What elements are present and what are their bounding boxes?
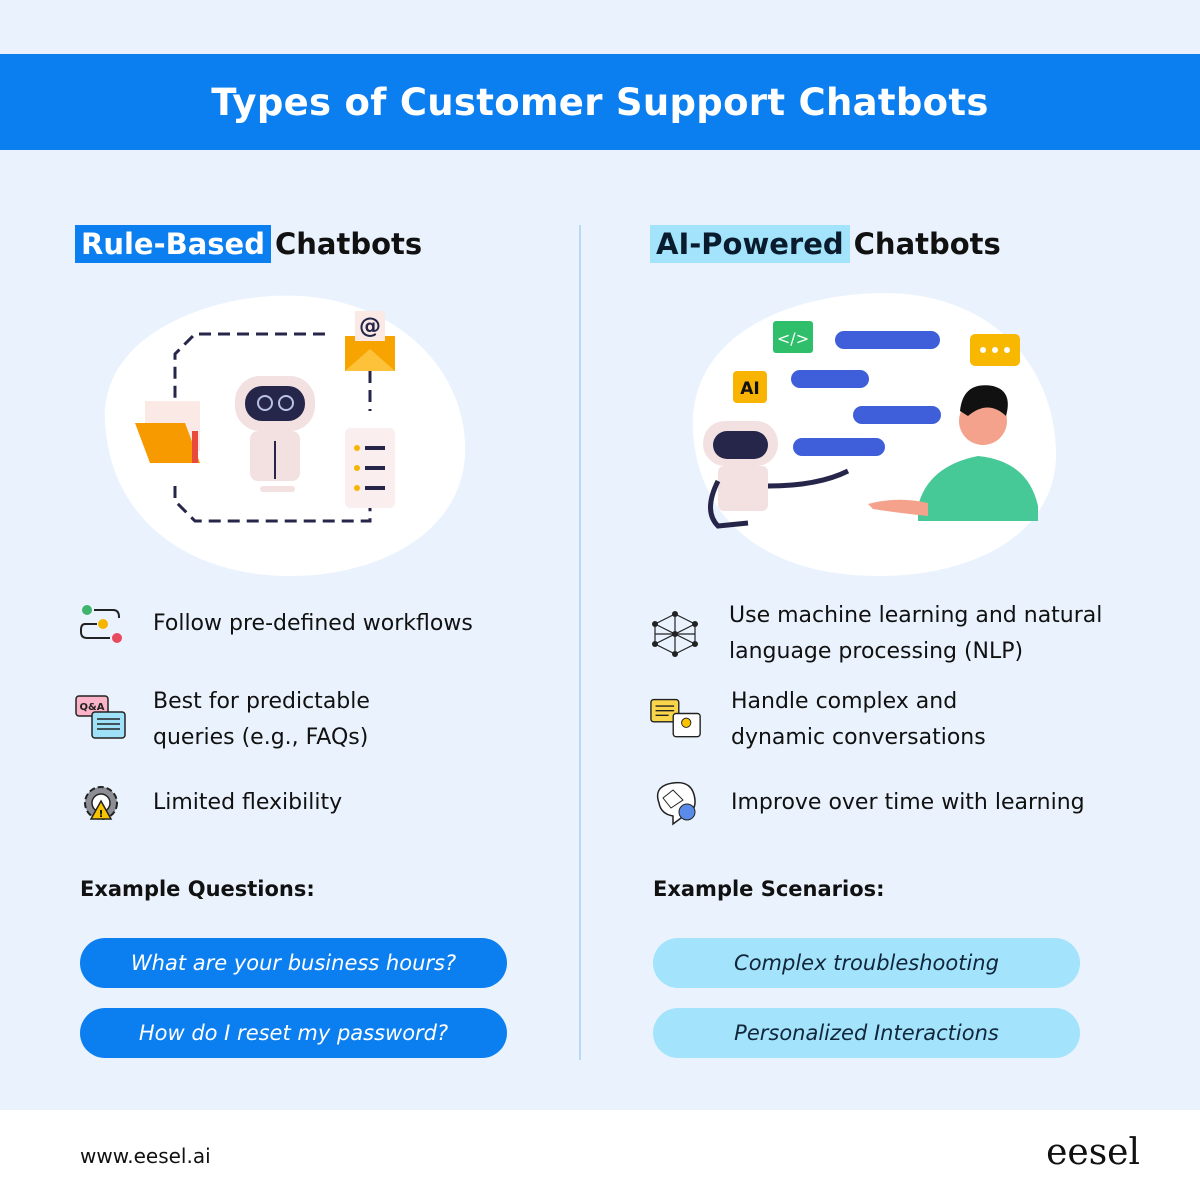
ai-badge-icon [733, 371, 767, 403]
neural-network-icon [650, 608, 700, 660]
rule-based-column: Rule-Based Chatbots @ [75, 225, 555, 1058]
feature-item: Improve over time with learning [650, 777, 1085, 829]
title-rest: Chatbots [853, 227, 1001, 261]
footer: www.eesel.ai eesel [0, 1110, 1200, 1200]
feature-item: Q&A Best for predictable queries (e.g., … [75, 684, 435, 756]
robot-icon [235, 376, 315, 492]
feature-item: ! Limited flexibility [75, 777, 342, 829]
example-question-pill: How do I reset my password? [80, 1008, 507, 1058]
column-divider [579, 225, 581, 1060]
rule-based-illustration: @ [104, 295, 466, 576]
page-title: Types of Customer Support Chatbots [211, 80, 989, 124]
ai-powered-illustration: </> AI [692, 292, 1057, 576]
title-highlight: Rule-Based [75, 225, 271, 263]
feature-item: Follow pre-defined workflows [75, 598, 473, 650]
checklist-icon [345, 428, 395, 508]
person-icon [868, 385, 1038, 521]
ai-powered-title: AI-Powered Chatbots [650, 225, 1170, 263]
svg-text:</>: </> [777, 329, 809, 348]
ai-powered-column: AI-Powered Chatbots </> AI Us [650, 225, 1170, 1058]
example-scenario-pill: Complex troubleshooting [653, 938, 1080, 988]
svg-text:@: @ [359, 314, 381, 339]
feature-item: Handle complex and dynamic conversations [650, 684, 1050, 756]
chat-idea-icon [650, 694, 702, 746]
website-url[interactable]: www.eesel.ai [80, 1144, 211, 1168]
examples-label: Example Questions: [80, 877, 315, 901]
qa-chat-icon: Q&A [75, 694, 127, 746]
header-banner: Types of Customer Support Chatbots [0, 54, 1200, 150]
brain-gear-icon [650, 777, 702, 829]
gear-warning-icon: ! [75, 777, 127, 829]
chat-bubbles [791, 331, 941, 456]
examples-label: Example Scenarios: [653, 877, 885, 901]
rule-based-title: Rule-Based Chatbots [75, 225, 555, 263]
email-envelope-icon: @ [345, 311, 395, 371]
feature-item: Use machine learning and natural languag… [650, 598, 1170, 670]
svg-text:AI: AI [740, 379, 759, 399]
title-rest: Chatbots [274, 227, 423, 261]
folder-icon [135, 401, 200, 463]
title-highlight: AI-Powered [650, 225, 850, 263]
eesel-logo: eesel [1046, 1132, 1140, 1173]
svg-text:!: ! [99, 809, 104, 820]
code-badge-icon [773, 321, 813, 353]
robot-icon [703, 421, 850, 529]
example-question-pill: What are your business hours? [80, 938, 507, 988]
workflow-gears-icon [75, 598, 127, 650]
svg-text:Q&A: Q&A [80, 702, 105, 713]
example-scenario-pill: Personalized Interactions [653, 1008, 1080, 1058]
